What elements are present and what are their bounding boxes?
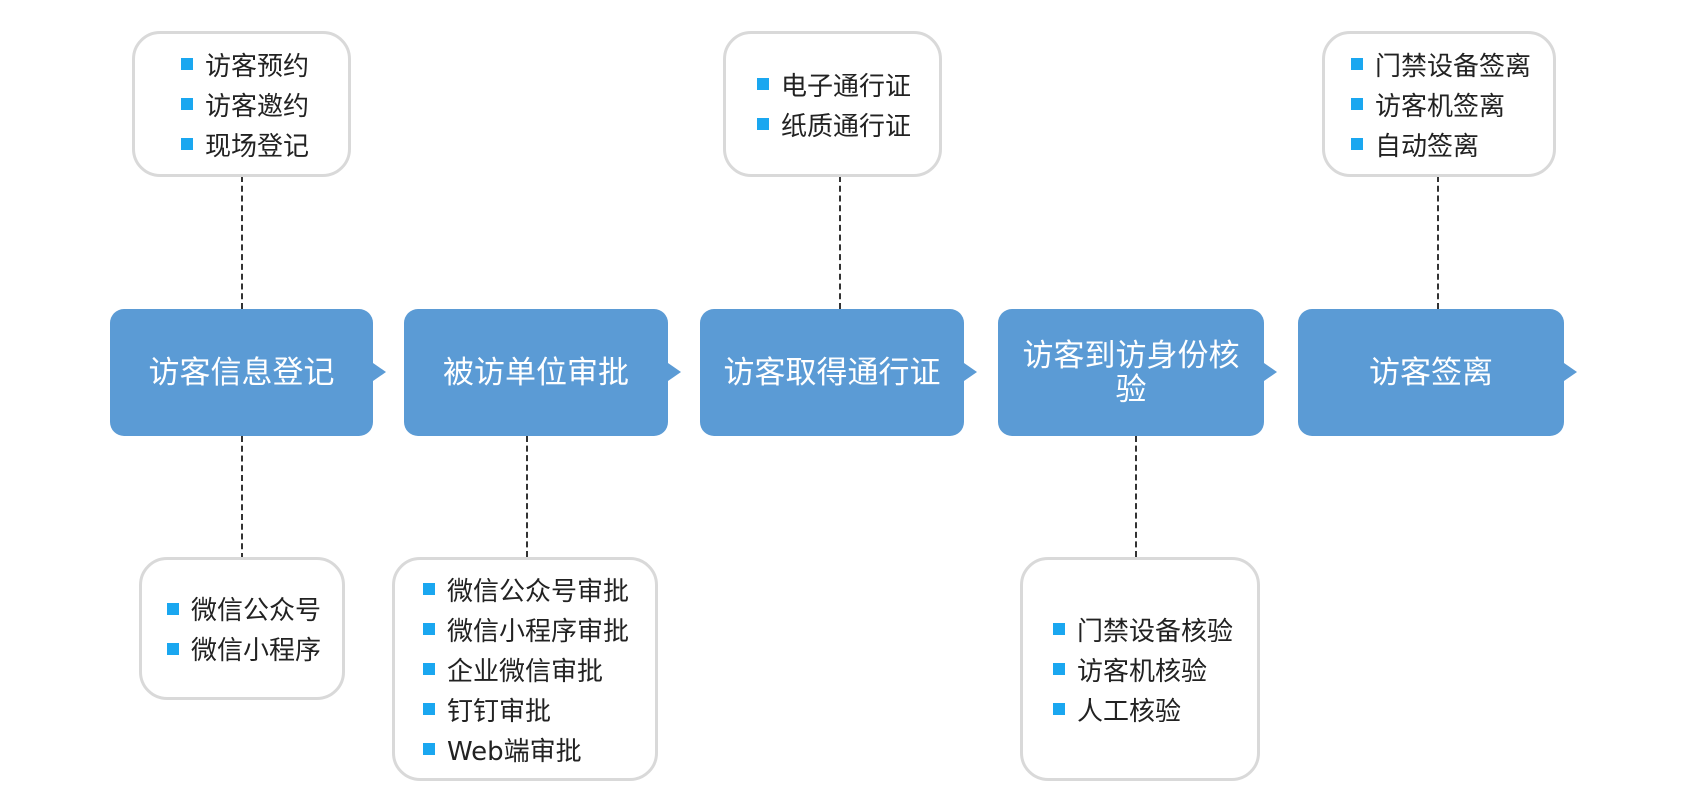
- connector-line: [839, 176, 841, 309]
- square-bullet-icon: [1351, 98, 1363, 110]
- list-item: 纸质通行证: [757, 104, 939, 144]
- list-item: 访客机签离: [1351, 84, 1553, 124]
- list-item: 微信小程序: [167, 629, 342, 669]
- square-bullet-icon: [423, 583, 435, 595]
- square-bullet-icon: [423, 623, 435, 635]
- list-item: 门禁设备核验: [1053, 609, 1257, 649]
- step-unit-approval: 被访单位审批: [404, 309, 681, 436]
- square-bullet-icon: [1351, 138, 1363, 150]
- registration-channels-box: 微信公众号 微信小程序: [139, 557, 345, 700]
- connector-line: [241, 436, 243, 559]
- list-item: 电子通行证: [757, 64, 939, 104]
- registration-methods-box: 访客预约 访客邀约 现场登记: [132, 31, 351, 177]
- list-item: 人工核验: [1053, 689, 1257, 729]
- list-item: 访客机核验: [1053, 649, 1257, 689]
- square-bullet-icon: [1351, 58, 1363, 70]
- arrow-right-icon: [1264, 363, 1277, 381]
- step-label: 被访单位审批: [443, 354, 629, 391]
- square-bullet-icon: [1053, 703, 1065, 715]
- connector-line: [526, 436, 528, 557]
- connector-line: [1135, 436, 1137, 557]
- step-label: 访客签离: [1369, 354, 1493, 391]
- list-item: 微信公众号审批: [423, 569, 655, 609]
- square-bullet-icon: [181, 98, 193, 110]
- arrow-right-icon: [668, 363, 681, 381]
- square-bullet-icon: [423, 663, 435, 675]
- list-item: 现场登记: [181, 124, 348, 164]
- step-identity-verification: 访客到访身份核验: [998, 309, 1277, 436]
- connector-line: [241, 176, 243, 309]
- square-bullet-icon: [423, 743, 435, 755]
- list-item: 企业微信审批: [423, 649, 655, 689]
- checkout-methods-box: 门禁设备签离 访客机签离 自动签离: [1322, 31, 1556, 177]
- step-visitor-registration: 访客信息登记: [110, 309, 386, 436]
- list-item: 访客邀约: [181, 84, 348, 124]
- square-bullet-icon: [167, 602, 179, 615]
- arrow-right-icon: [373, 363, 386, 381]
- verification-methods-box: 门禁设备核验 访客机核验 人工核验: [1020, 557, 1260, 781]
- list-item: 访客预约: [181, 44, 348, 84]
- step-label: 访客到访身份核验: [1022, 337, 1240, 408]
- list-item: 微信小程序审批: [423, 609, 655, 649]
- list-item: 自动签离: [1351, 124, 1553, 164]
- square-bullet-icon: [181, 138, 193, 150]
- square-bullet-icon: [1053, 623, 1065, 635]
- arrow-right-icon: [1564, 363, 1577, 381]
- step-obtain-pass: 访客取得通行证: [700, 309, 977, 436]
- step-label: 访客信息登记: [148, 354, 335, 391]
- square-bullet-icon: [757, 118, 769, 130]
- square-bullet-icon: [423, 703, 435, 715]
- step-label: 访客取得通行证: [723, 354, 941, 391]
- list-item: 门禁设备签离: [1351, 44, 1553, 84]
- arrow-right-icon: [964, 363, 977, 381]
- approval-methods-box: 微信公众号审批 微信小程序审批 企业微信审批 钉钉审批 Web端审批: [392, 557, 658, 781]
- list-item: Web端审批: [423, 729, 655, 769]
- list-item: 钉钉审批: [423, 689, 655, 729]
- square-bullet-icon: [1053, 663, 1065, 675]
- step-visitor-checkout: 访客签离: [1298, 309, 1577, 436]
- square-bullet-icon: [181, 58, 193, 70]
- list-item: 微信公众号: [167, 589, 342, 629]
- pass-types-box: 电子通行证 纸质通行证: [723, 31, 942, 177]
- square-bullet-icon: [167, 642, 179, 655]
- square-bullet-icon: [757, 78, 769, 90]
- connector-line: [1437, 176, 1439, 309]
